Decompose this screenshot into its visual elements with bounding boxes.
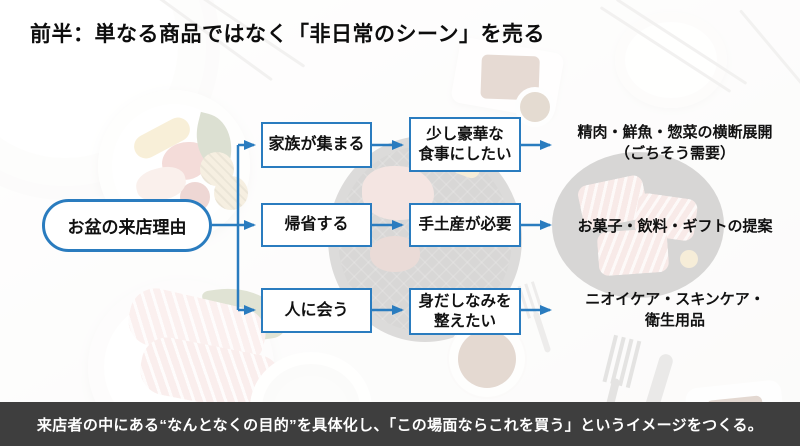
flow-reason-node-2: 帰省する (261, 203, 372, 247)
flow-proposal-text-3: ニオイケア・スキンケア・ 衛生用品 (585, 291, 765, 329)
flow-need-node-3: 身だしなみを 整えたい (409, 288, 521, 335)
footer-text: 来店者の中にある“なんとなくの目的”を具体化し、「この場面ならこれを買う」という… (36, 416, 764, 434)
footer-banner: 来店者の中にある“なんとなくの目的”を具体化し、「この場面ならこれを買う」という… (0, 402, 800, 446)
page-title: 前半：単なる商品ではなく「非日常のシーン」を売る (30, 23, 545, 46)
flow-need-node-1: 少し豪華な 食事にしたい (409, 117, 521, 172)
flow-reason-node-1: 家族が集まる (261, 122, 372, 168)
flow-proposal-text-1: 精肉・鮮魚・惣菜の横断展開 （ごちそう需要） (577, 124, 773, 162)
flow-proposal-text-2: お菓子・飲料・ギフトの提案 (577, 218, 773, 235)
flow-reason-node-3: 人に会う (261, 288, 372, 333)
flow-root-node: お盆の来店理由 (42, 199, 212, 252)
flow-need-node-2: 手土産が必要 (409, 203, 521, 247)
